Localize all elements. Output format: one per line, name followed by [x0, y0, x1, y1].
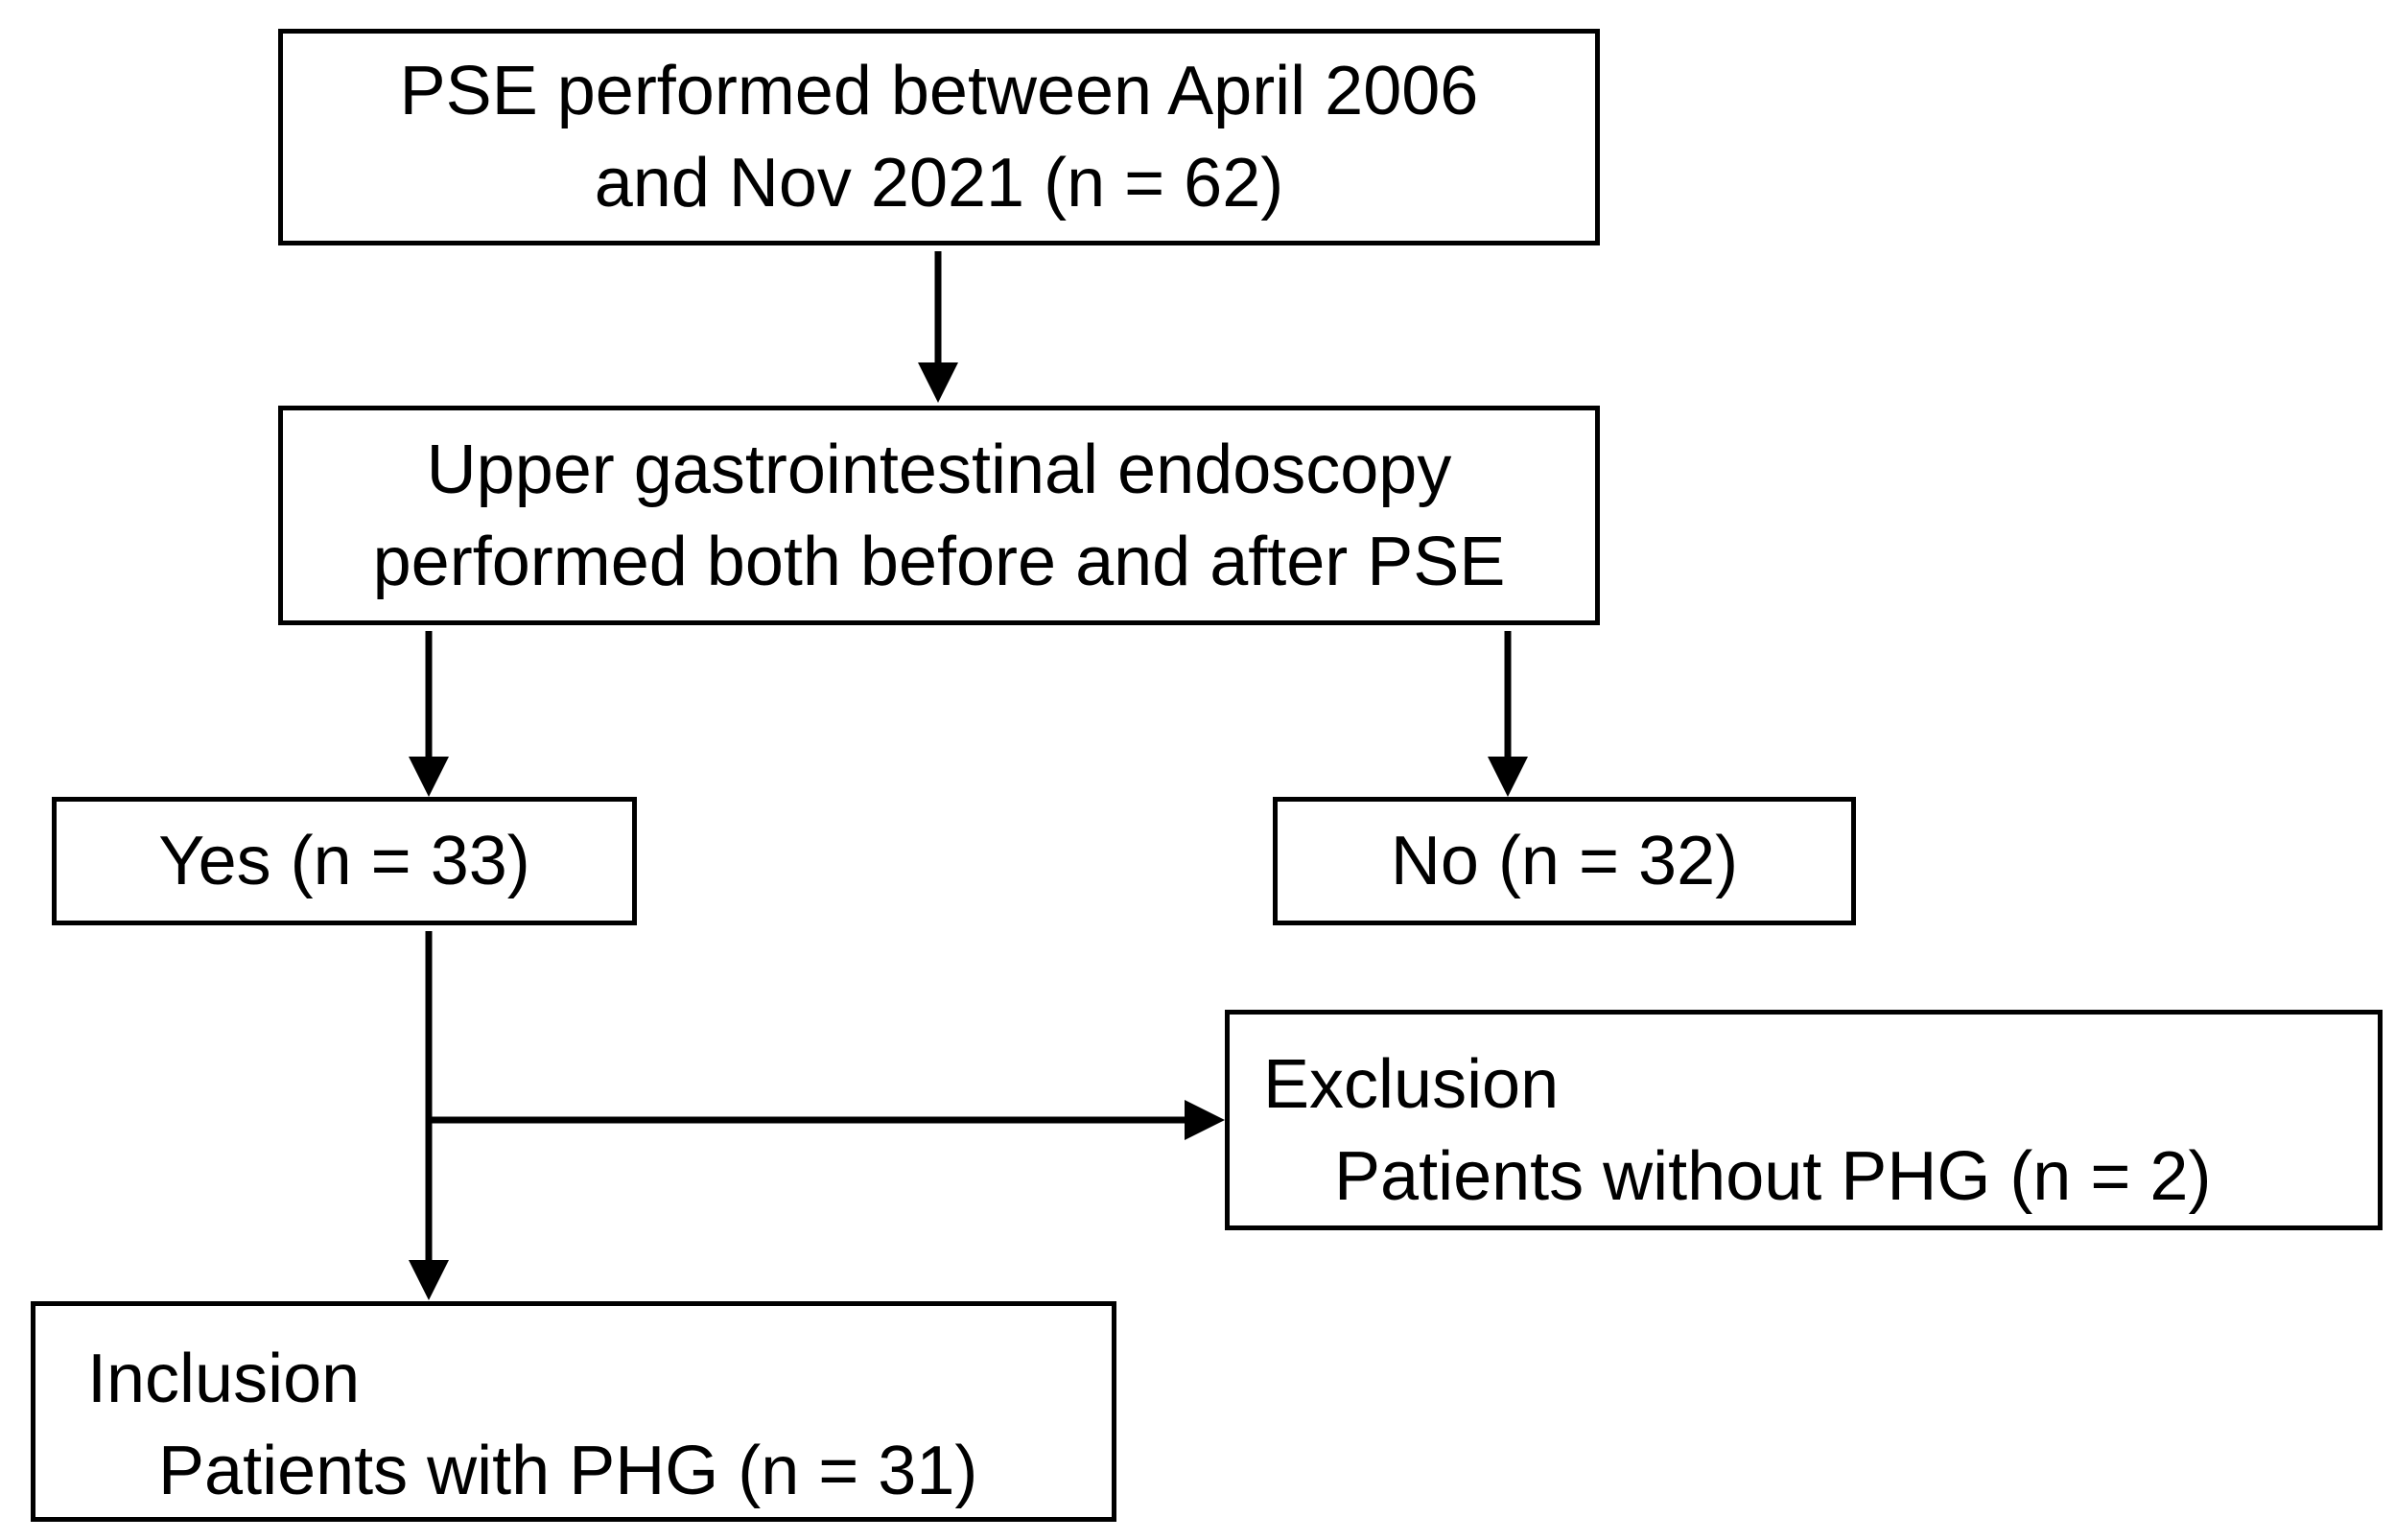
- pse-box-line2: and Nov 2021 (n = 62): [594, 145, 1284, 222]
- pse-box-line1: PSE performed between April 2006: [399, 53, 1479, 129]
- endoscopy-box: Upper gastrointestinal endoscopy perform…: [278, 406, 1600, 625]
- endoscopy-box-line1: Upper gastrointestinal endoscopy: [426, 431, 1452, 508]
- yes-box: Yes (n = 33): [52, 797, 637, 925]
- no-box-label: No (n = 32): [1390, 823, 1739, 899]
- pse-box: PSE performed between April 2006 and Nov…: [278, 29, 1600, 245]
- inclusion-box-title: Inclusion: [87, 1341, 361, 1417]
- no-box: No (n = 32): [1273, 797, 1856, 925]
- exclusion-box-title: Exclusion: [1263, 1046, 1560, 1123]
- endoscopy-box-line2: performed both before and after PSE: [372, 523, 1506, 600]
- inclusion-box-detail: Patients with PHG (n = 31): [158, 1433, 978, 1509]
- exclusion-box: Exclusion Patients without PHG (n = 2): [1225, 1010, 2383, 1230]
- yes-box-label: Yes (n = 33): [158, 823, 530, 899]
- exclusion-box-detail: Patients without PHG (n = 2): [1334, 1138, 2212, 1215]
- inclusion-box: Inclusion Patients with PHG (n = 31): [31, 1301, 1116, 1522]
